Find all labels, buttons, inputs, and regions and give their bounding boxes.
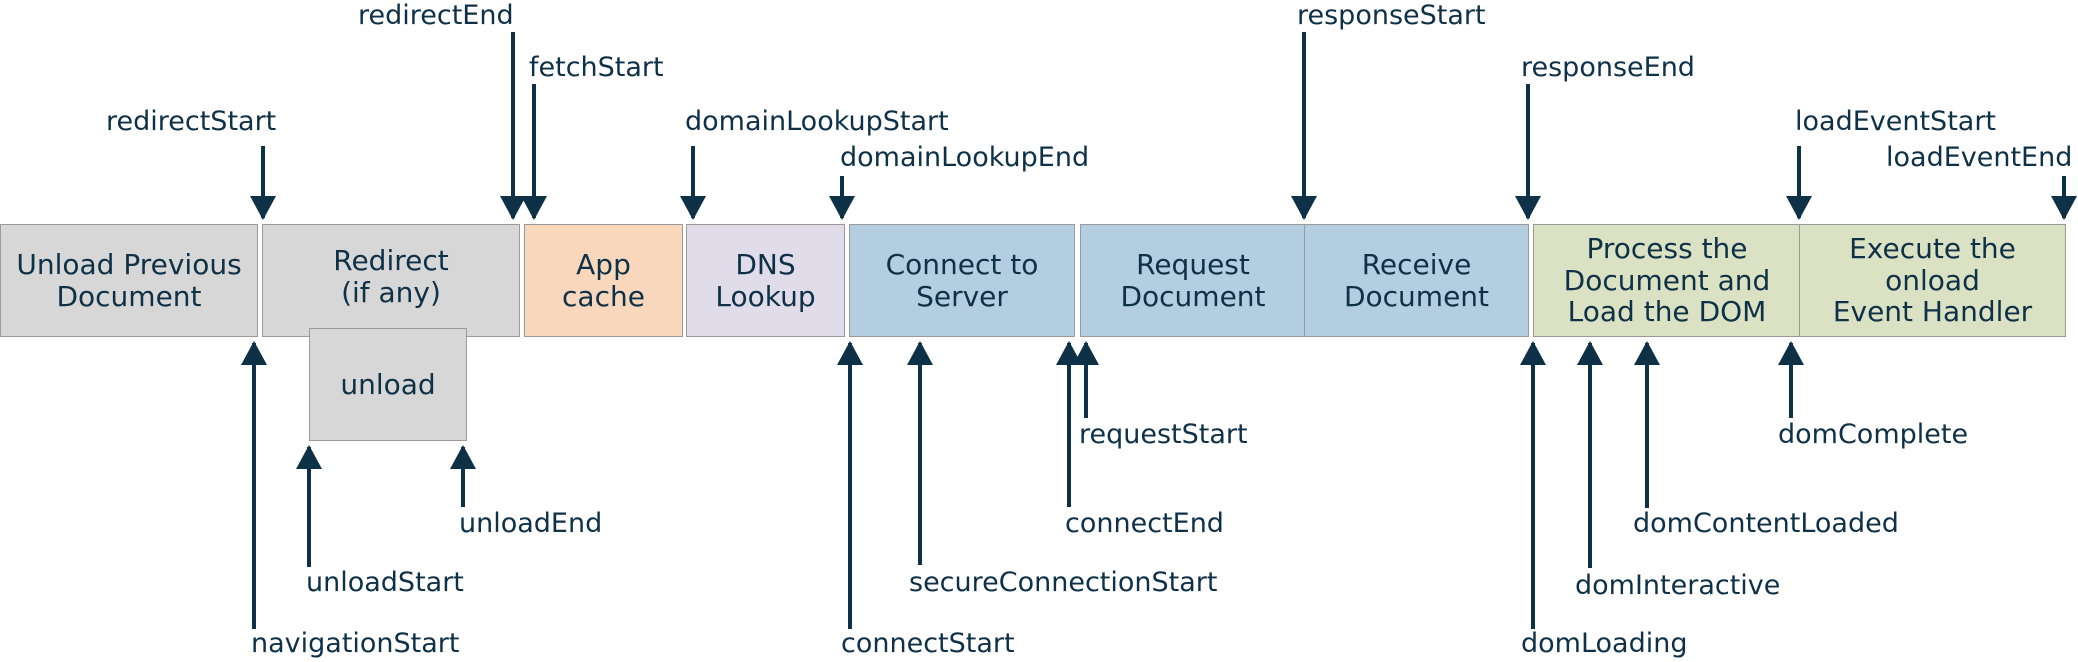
arrow-domainLookupEnd bbox=[840, 176, 844, 218]
arrow-domComplete bbox=[1789, 343, 1793, 418]
arrow-redirectEnd bbox=[511, 32, 515, 218]
label-unloadEnd: unloadEnd bbox=[459, 508, 603, 539]
arrow-connectStart bbox=[848, 343, 852, 629]
label-domainLookupStart: domainLookupStart bbox=[685, 106, 949, 137]
phase-app-cache: App cache bbox=[524, 224, 683, 337]
arrow-loadEventEnd bbox=[2062, 176, 2066, 218]
arrow-unloadEnd bbox=[461, 447, 465, 507]
arrow-requestStart bbox=[1084, 343, 1088, 418]
phase-execute-onload: Execute the onload Event Handler bbox=[1799, 224, 2066, 337]
label-loadEventEnd: loadEventEnd bbox=[1886, 142, 2073, 173]
label-fetchStart: fetchStart bbox=[529, 52, 664, 83]
label-redirectStart: redirectStart bbox=[106, 106, 277, 137]
label-requestStart: requestStart bbox=[1079, 419, 1248, 450]
label-unloadStart: unloadStart bbox=[306, 567, 464, 598]
arrow-domLoading bbox=[1531, 343, 1535, 629]
label-domContentLoaded: domContentLoaded bbox=[1633, 508, 1899, 539]
arrow-redirectStart bbox=[261, 146, 265, 218]
phase-process-document: Process the Document and Load the DOM bbox=[1533, 224, 1801, 337]
arrow-navigationStart bbox=[252, 343, 256, 629]
label-domComplete: domComplete bbox=[1778, 419, 1969, 450]
label-navigationStart: navigationStart bbox=[251, 628, 460, 659]
arrow-unloadStart bbox=[307, 447, 311, 567]
label-domInteractive: domInteractive bbox=[1575, 570, 1781, 601]
phase-connect-to-server: Connect to Server bbox=[849, 224, 1075, 337]
arrow-domInteractive bbox=[1588, 343, 1592, 568]
arrow-loadEventStart bbox=[1797, 146, 1801, 218]
arrow-domainLookupStart bbox=[691, 146, 695, 218]
phase-unload: unload bbox=[309, 328, 467, 441]
phase-dns-lookup: DNS Lookup bbox=[686, 224, 845, 337]
label-redirectEnd: redirectEnd bbox=[358, 0, 514, 31]
phase-unload-previous-document: Unload Previous Document bbox=[0, 224, 258, 337]
arrow-fetchStart bbox=[532, 84, 536, 218]
phase-request-document: Request Document bbox=[1080, 224, 1306, 337]
phase-receive-document: Receive Document bbox=[1304, 224, 1529, 337]
label-domainLookupEnd: domainLookupEnd bbox=[840, 142, 1090, 173]
arrow-responseStart bbox=[1302, 32, 1306, 218]
label-domLoading: domLoading bbox=[1521, 628, 1688, 659]
label-loadEventStart: loadEventStart bbox=[1795, 106, 1997, 137]
arrow-responseEnd bbox=[1526, 84, 1530, 218]
label-responseStart: responseStart bbox=[1297, 0, 1486, 31]
arrow-secureConnectionStart bbox=[918, 343, 922, 565]
label-connectStart: connectStart bbox=[841, 628, 1015, 659]
label-secureConnectionStart: secureConnectionStart bbox=[909, 567, 1218, 598]
phase-redirect: Redirect (if any) bbox=[262, 224, 520, 337]
label-connectEnd: connectEnd bbox=[1065, 508, 1224, 539]
arrow-domContentLoaded bbox=[1645, 343, 1649, 508]
arrow-connectEnd bbox=[1067, 343, 1071, 507]
label-responseEnd: responseEnd bbox=[1521, 52, 1695, 83]
